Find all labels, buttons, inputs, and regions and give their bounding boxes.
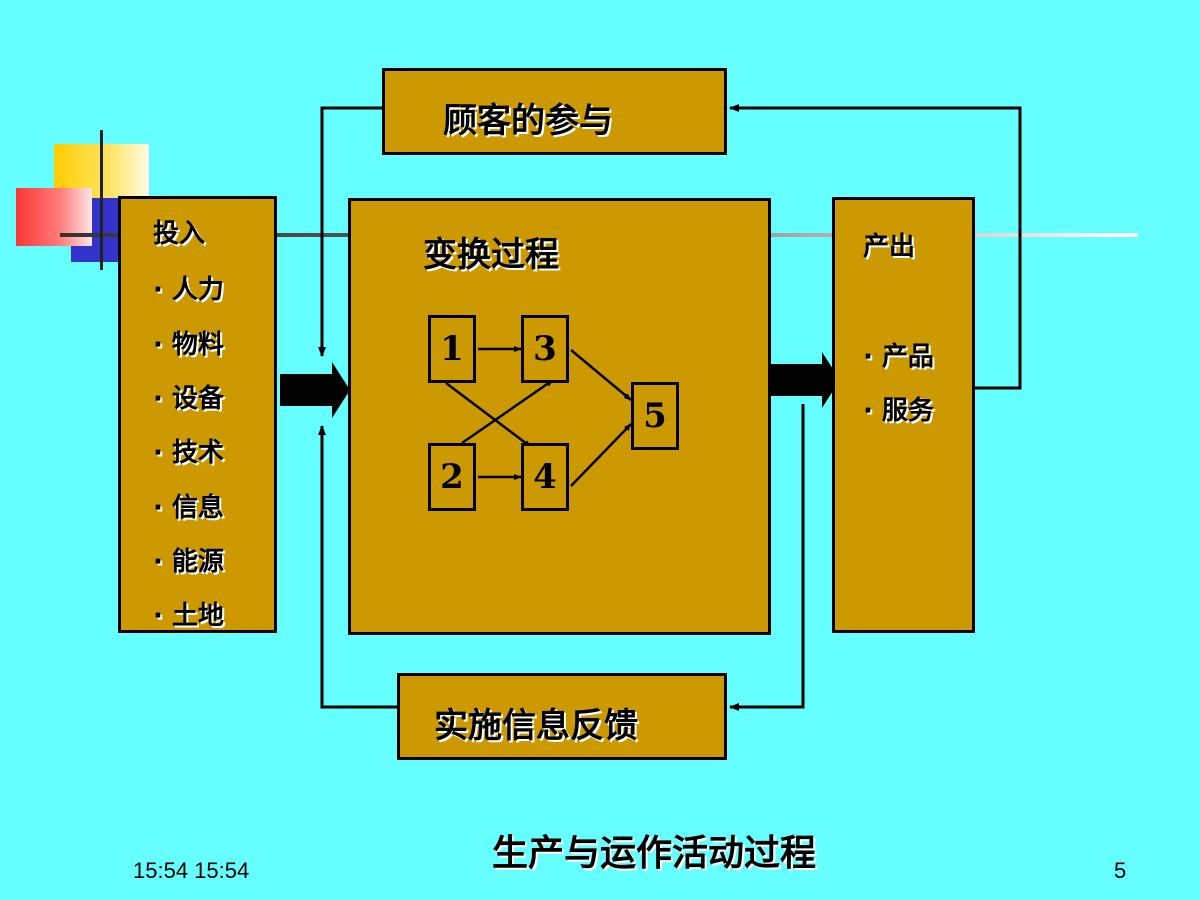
- decor-vertical-line: [100, 130, 103, 270]
- customer-to-transform-line: [318, 106, 385, 357]
- customer-participation-box: 顾客的参与: [382, 68, 727, 155]
- input-title: 投入: [153, 219, 206, 249]
- output-box: 产出 · 产品 · 服务: [832, 197, 975, 633]
- process-node-4: 4: [521, 443, 569, 511]
- output-title: 产出: [863, 232, 916, 262]
- output-to-feedback-line: [729, 404, 805, 711]
- feedback-label: 实施信息反馈: [434, 706, 638, 746]
- transform-to-output-arrow: [770, 352, 840, 408]
- customer-participation-label: 顾客的参与: [443, 101, 613, 141]
- input-box: 投入 · 人力 · 物料 · 设备 · 技术 · 信息 · 能源 · 土地: [118, 196, 277, 633]
- input-item-energy: · 能源: [153, 547, 224, 577]
- transformation-title: 变换过程: [423, 235, 559, 275]
- edge-3-to-5: [570, 349, 632, 401]
- input-item-labor: · 人力: [153, 275, 224, 305]
- input-item-materials: · 物料: [153, 330, 224, 360]
- input-item-technology: · 技术: [153, 438, 224, 468]
- process-node-5: 5: [631, 382, 679, 450]
- input-to-transform-arrow: [280, 362, 350, 418]
- feedback-box: 实施信息反馈: [397, 673, 727, 760]
- page-number: 5: [1114, 858, 1127, 883]
- edge-2-to-3: [461, 378, 554, 445]
- footer-datetime: 15:54 15:54: [133, 858, 250, 883]
- process-node-2: 2: [428, 443, 476, 511]
- output-item-products: · 产品: [863, 342, 934, 372]
- input-item-information: · 信息: [153, 493, 224, 523]
- input-item-equipment: · 设备: [153, 384, 224, 414]
- transformation-box: 变换过程: [348, 198, 771, 635]
- output-to-customer-line: [729, 104, 1022, 390]
- feedback-to-transform-line: [318, 425, 400, 709]
- input-item-land: · 土地: [153, 601, 224, 631]
- edge-1-to-4: [445, 382, 532, 448]
- slide-caption: 生产与运作活动过程: [492, 833, 817, 874]
- edge-4-to-5: [570, 423, 632, 487]
- process-node-3: 3: [521, 315, 569, 383]
- output-item-services: · 服务: [863, 396, 934, 426]
- process-node-1: 1: [428, 315, 476, 383]
